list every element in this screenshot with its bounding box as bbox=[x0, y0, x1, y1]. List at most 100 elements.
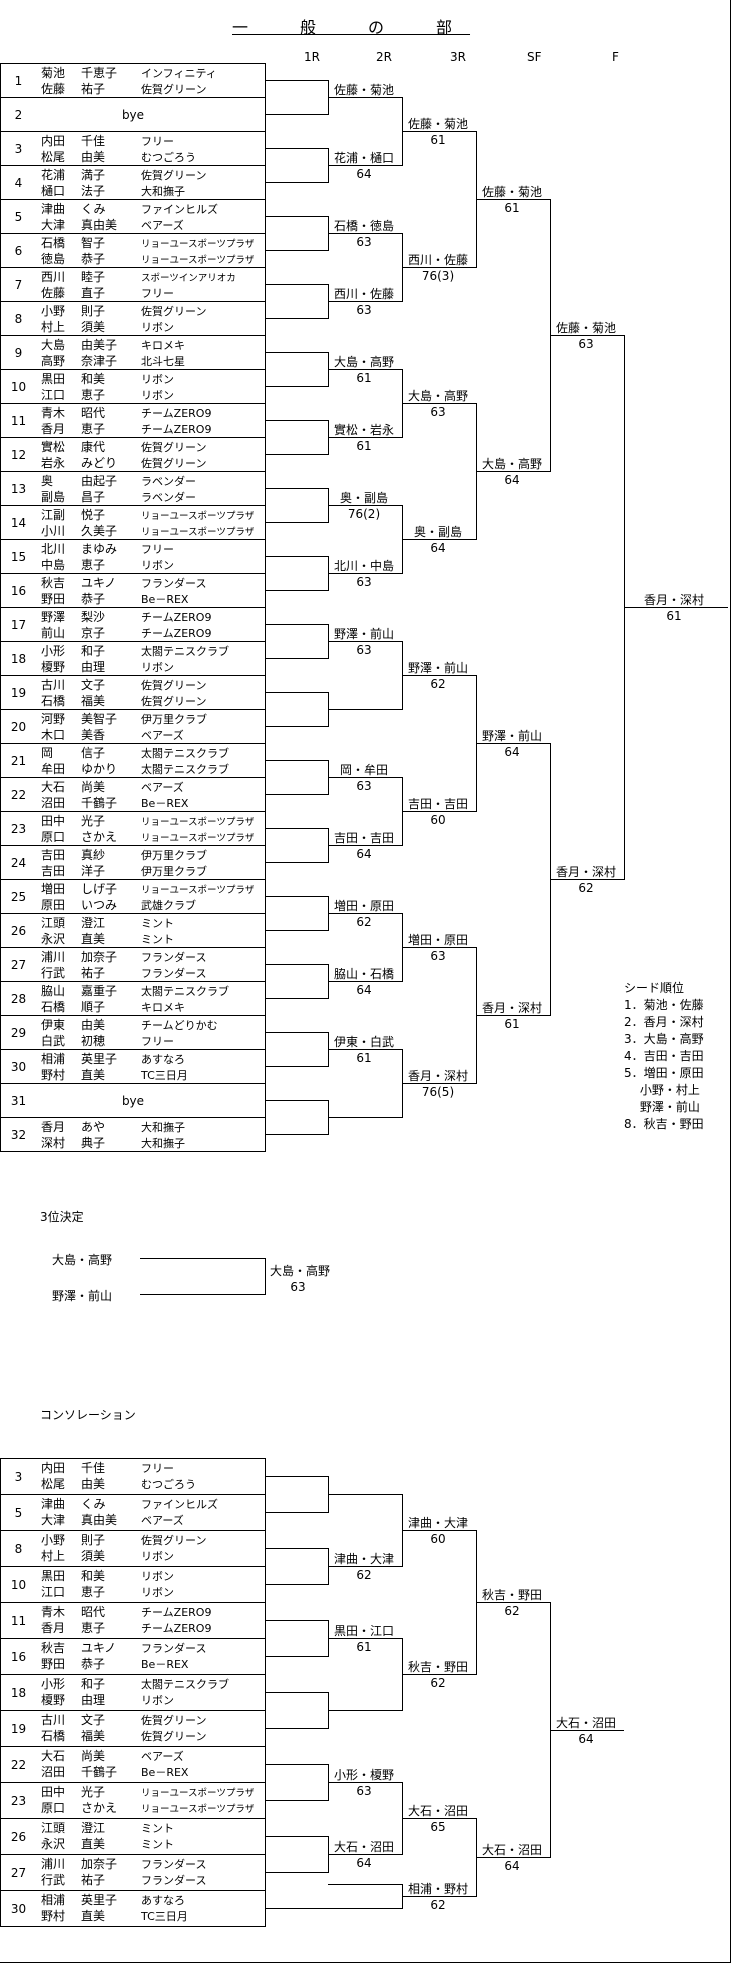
player-given-name: 法子 bbox=[81, 184, 106, 198]
player-given-name: しげ子 bbox=[81, 882, 118, 896]
player-club: 大和撫子 bbox=[141, 1121, 185, 1134]
player-club: 伊万里クラブ bbox=[141, 849, 207, 862]
player-row: 佐藤祐子佐賀グリーン bbox=[41, 81, 206, 98]
player-club: 佐賀グリーン bbox=[141, 305, 207, 318]
player-given-name: 由美 bbox=[81, 150, 106, 164]
player-row: 大石尚美ベアーズ bbox=[41, 1748, 184, 1765]
player-club: むつごろう bbox=[141, 1478, 196, 1491]
player-row: 香月あや大和撫子 bbox=[41, 1119, 185, 1136]
player-given-name: 康代 bbox=[81, 440, 106, 454]
player-surname: 石橋 bbox=[41, 1000, 66, 1014]
player-given-name: 昌子 bbox=[81, 490, 106, 504]
entry-number: 8 bbox=[14, 311, 23, 326]
player-club: フリー bbox=[141, 1035, 174, 1048]
player-surname: 原田 bbox=[41, 898, 66, 912]
bracket-line bbox=[328, 641, 402, 642]
score-label: 64 bbox=[356, 1856, 372, 1870]
seed-item: 8．秋吉・野田 bbox=[624, 1117, 704, 1131]
player-given-name: 真由美 bbox=[81, 1513, 118, 1527]
entry-number: 7 bbox=[14, 277, 23, 292]
player-surname: 内田 bbox=[41, 134, 66, 148]
entry-number: 22 bbox=[10, 1757, 27, 1772]
winner-label: 香月・深村 bbox=[555, 865, 617, 879]
bracket-line bbox=[328, 1854, 402, 1855]
player-given-name: 澄江 bbox=[81, 1821, 106, 1835]
player-given-name: 由美 bbox=[81, 1018, 106, 1032]
score-label: 61 bbox=[356, 371, 372, 385]
player-club: リョーユースポーツプラザ bbox=[141, 511, 255, 522]
player-club: ミント bbox=[141, 933, 174, 946]
player-club: 伊万里クラブ bbox=[141, 713, 207, 726]
entry-number: 29 bbox=[10, 1025, 27, 1040]
player-surname: 實松 bbox=[41, 440, 66, 454]
bracket-line bbox=[266, 760, 328, 761]
player-surname: 小川 bbox=[41, 524, 66, 538]
score-label: 64 bbox=[356, 847, 372, 861]
score-label: 62 bbox=[578, 881, 594, 895]
player-surname: 前山 bbox=[41, 626, 66, 640]
score-label: 61 bbox=[356, 1640, 372, 1654]
player-club: チームZERO9 bbox=[141, 627, 212, 640]
winner-label: 大島・高野 bbox=[407, 389, 469, 403]
player-club: Be－REX bbox=[141, 1766, 189, 1779]
player-row: 中島恵子リボン bbox=[41, 557, 174, 574]
player-club: TC三日月 bbox=[141, 1910, 188, 1923]
bracket-line bbox=[266, 930, 328, 931]
player-surname: 野村 bbox=[41, 1068, 66, 1082]
bracket-line bbox=[266, 590, 328, 591]
player-surname: 古川 bbox=[41, 1713, 66, 1727]
score-label: 60 bbox=[430, 1532, 446, 1546]
player-club: あすなろ bbox=[141, 1894, 185, 1907]
player-club: インフィニティ bbox=[141, 67, 217, 80]
player-club: リョーユースポーツプラザ bbox=[141, 527, 255, 538]
bracket-line bbox=[266, 794, 328, 795]
player-surname: 木口 bbox=[41, 728, 66, 742]
player-row: 青木昭代チームZERO9 bbox=[41, 405, 211, 422]
player-club: ラベンダー bbox=[141, 475, 196, 488]
player-given-name: 由美子 bbox=[81, 338, 118, 352]
player-surname: 佐藤 bbox=[41, 286, 66, 300]
bracket-line bbox=[266, 1620, 328, 1621]
player-row: 小野則子佐賀グリーン bbox=[41, 303, 206, 320]
entry-number: 20 bbox=[10, 719, 27, 734]
player-club: フリー bbox=[141, 1462, 174, 1475]
bracket-line bbox=[328, 369, 402, 370]
player-club: 佐賀グリーン bbox=[141, 457, 207, 470]
winner-label: 奥・副島 bbox=[413, 525, 463, 539]
bracket-line bbox=[402, 947, 476, 948]
player-club: 武雄クラブ bbox=[141, 899, 196, 912]
score-label: 61 bbox=[504, 201, 520, 215]
bracket-line bbox=[266, 1692, 328, 1693]
entry-number: 19 bbox=[10, 685, 27, 700]
entry-number: 25 bbox=[10, 889, 27, 904]
player-row: 村上須美リボン bbox=[41, 1548, 174, 1565]
player-given-name: 由美 bbox=[81, 1477, 106, 1491]
round-header-f: F bbox=[612, 50, 619, 64]
player-club: ファインヒルズ bbox=[141, 1498, 218, 1511]
player-given-name: 祐子 bbox=[81, 1873, 106, 1887]
player-row: 浦川加奈子フランダース bbox=[41, 1856, 206, 1873]
score-label: 65 bbox=[430, 1820, 446, 1834]
player-row: 古川文子佐賀グリーン bbox=[41, 1712, 206, 1729]
bracket-line bbox=[328, 1117, 402, 1118]
player-surname: 河野 bbox=[41, 712, 66, 726]
player-row: 秋吉ユキノフランダース bbox=[41, 1640, 206, 1657]
player-club: リョーユースポーツプラザ bbox=[141, 255, 255, 266]
seed-item: 3．大島・高野 bbox=[624, 1032, 704, 1046]
player-club: むつごろう bbox=[141, 151, 196, 164]
player-surname: 小野 bbox=[41, 304, 66, 318]
player-row: 脇山嘉重子太閤テニスクラブ bbox=[41, 983, 229, 1000]
player-given-name: さかえ bbox=[81, 830, 118, 844]
bracket-line bbox=[328, 1494, 402, 1495]
player-given-name: 真由美 bbox=[81, 218, 118, 232]
player-row: 香月恵子チームZERO9 bbox=[41, 421, 211, 438]
player-row: 樋口法子大和撫子 bbox=[41, 183, 185, 200]
bracket-line bbox=[266, 522, 328, 523]
bracket-line bbox=[266, 862, 328, 863]
